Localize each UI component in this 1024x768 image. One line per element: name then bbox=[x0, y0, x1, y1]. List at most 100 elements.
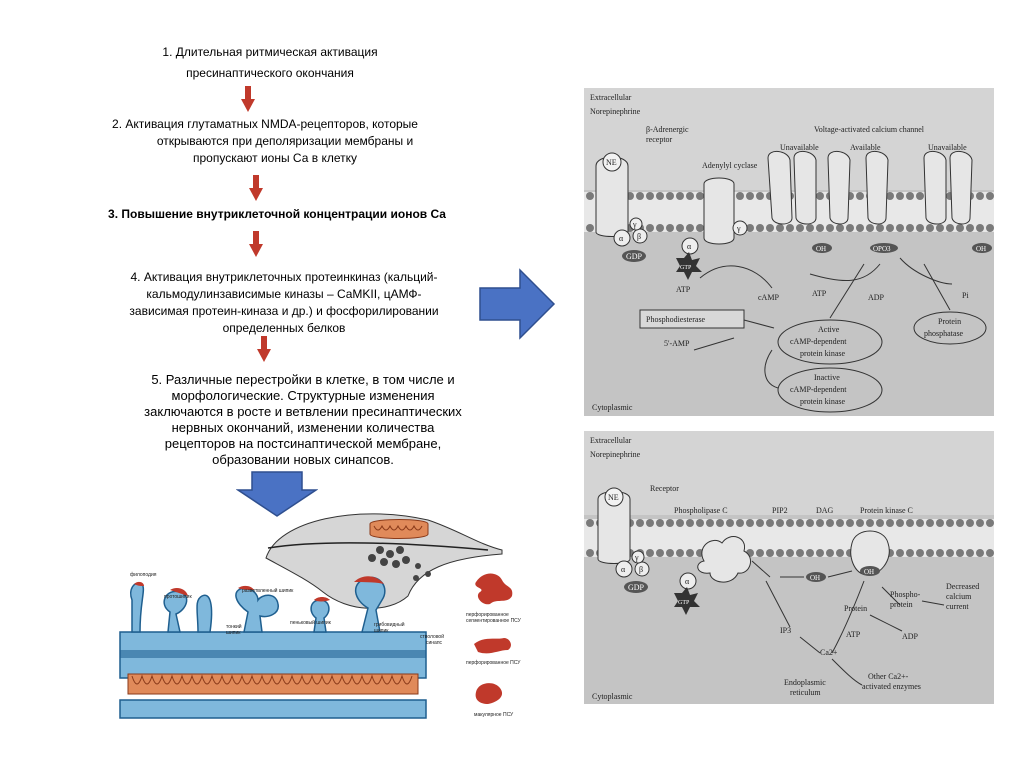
atp-label-2: ATP bbox=[812, 289, 827, 298]
ip3-label: IP3 bbox=[780, 626, 791, 635]
step-4-line-4: определенных белков bbox=[104, 320, 464, 337]
step-2-line-1: 2. Активация глутаматных NMDA-рецепторов… bbox=[90, 116, 440, 133]
available-label: Available bbox=[850, 143, 881, 152]
protein-label: Protein bbox=[844, 604, 867, 613]
label-mushroom: пеньковый шипик bbox=[290, 619, 332, 626]
extracellular-label: Extracellular bbox=[590, 93, 632, 102]
step-5-line-4: нервных окончаний, изменении количества bbox=[108, 420, 498, 436]
step-1-line-2: пресинаптического окончания bbox=[110, 65, 430, 82]
step-3: 3. Повышение внутриклеточной концентраци… bbox=[92, 206, 462, 223]
dendrite-shaft-bottom bbox=[120, 700, 426, 718]
ca-label: Ca2+ bbox=[820, 648, 838, 657]
decreased-label-2: calcium bbox=[946, 592, 972, 601]
label-stem-2: синапс bbox=[426, 640, 443, 646]
protein-phosphatase-2: phosphatase bbox=[924, 329, 964, 338]
ne-label-2: NE bbox=[608, 493, 619, 502]
inactive-pka-1: Inactive bbox=[814, 373, 840, 382]
er-label-2: reticulum bbox=[790, 688, 821, 697]
five-amp-label: 5'-AMP bbox=[664, 339, 690, 348]
phosphodiesterase-label: Phosphodiesterase bbox=[646, 315, 706, 324]
norepinephrine-label-2: Norepinephrine bbox=[590, 450, 641, 459]
step-1-line-1: 1. Длительная ритмическая активация bbox=[110, 44, 430, 61]
membrane-bilayer-2 bbox=[584, 519, 994, 557]
phospho-sites: OH OPO3 OH bbox=[812, 243, 992, 253]
adp-label: ADP bbox=[868, 293, 885, 302]
other-enzymes-label-1: Other Ca2+- bbox=[868, 672, 909, 681]
psd-legend-3: макулярное ПСУ bbox=[474, 712, 514, 718]
label-branched: разветвленный шипик bbox=[242, 587, 294, 594]
label-multi-1: грибовидный bbox=[374, 621, 405, 628]
adenylyl-cyclase-label: Adenylyl cyclase bbox=[702, 161, 758, 170]
label-filopodia: филоподия bbox=[130, 572, 157, 578]
pip2-label: PIP2 bbox=[772, 506, 788, 515]
label-protoshipik: протошипик bbox=[164, 594, 192, 600]
pathway-arrows-2 bbox=[752, 561, 944, 685]
step-3-line-1: 3. Повышение внутриклеточной концентраци… bbox=[92, 206, 462, 223]
decreased-label-1: Decreased bbox=[946, 582, 979, 591]
step-4-line-2: кальмодулинзависимые киназы – CaMKII, цА… bbox=[104, 286, 464, 303]
adp-label-b: ADP bbox=[902, 632, 919, 641]
step-2-line-3: пропускают ионы Са в клетку bbox=[110, 150, 440, 167]
dag-label: DAG bbox=[816, 506, 834, 515]
gdp-label: GDP bbox=[626, 252, 643, 261]
gamma-label-2: γ bbox=[736, 224, 741, 233]
beta-receptor-label-2: receptor bbox=[646, 135, 673, 144]
psd-legend-2: перфорированное ПСУ bbox=[466, 660, 521, 666]
gdp-label-2: GDP bbox=[628, 583, 645, 592]
label-stem-1: стволовой bbox=[420, 633, 444, 640]
camp-pathway-panel: NE α β γ GDP α GTP γ OH OPO3 bbox=[584, 88, 994, 416]
gamma-label: γ bbox=[632, 220, 637, 229]
beta-label: β bbox=[637, 232, 641, 241]
step-1: 1. Длительная ритмическая активация прес… bbox=[110, 44, 430, 82]
phospho-label-1: Phospho- bbox=[890, 590, 921, 599]
red-down-arrow-3 bbox=[249, 231, 263, 257]
pkc-label: Protein kinase C bbox=[860, 506, 913, 515]
step-2-line-2: открываются при деполяризации мембраны и bbox=[130, 133, 440, 150]
adenylyl-cyclase-shape bbox=[704, 178, 734, 244]
calcium-channels bbox=[768, 151, 972, 224]
beta-label-b: β bbox=[639, 565, 643, 574]
channel-title-label: Voltage-activated calcium channel bbox=[814, 125, 925, 134]
psd-perforated-segmented-icon bbox=[475, 574, 512, 605]
oh-label-b1: OH bbox=[810, 574, 820, 582]
oh-label-2: OH bbox=[976, 245, 986, 253]
plc-label: Phospholipase C bbox=[674, 506, 728, 515]
beta-receptor-label: β-Adrenergic bbox=[646, 125, 689, 134]
phospho-label-2: protein bbox=[890, 600, 913, 609]
label-thin-2: шипик bbox=[226, 630, 241, 636]
plc-pathway-panel: NE α β γ GDP α GTP OH OH bbox=[584, 431, 994, 704]
camp-label: cAMP bbox=[758, 293, 779, 302]
step-5-line-1: 5. Различные перестройки в клетке, в том… bbox=[108, 372, 498, 388]
gtp-label: GTP bbox=[680, 265, 692, 271]
active-pka-1: Active bbox=[818, 325, 840, 334]
step-5-line-3: заключаются в росте и ветвлении пресинап… bbox=[108, 404, 498, 420]
atp-label-1: ATP bbox=[676, 285, 691, 294]
label-multi-2: шипик bbox=[374, 628, 389, 634]
cytoplasmic-label-2: Cytoplasmic bbox=[592, 692, 633, 701]
cytoplasmic-label: Cytoplasmic bbox=[592, 403, 633, 412]
decreased-label-3: current bbox=[946, 602, 969, 611]
gtp-label-2: GTP bbox=[678, 600, 690, 606]
protein-phosphatase-1: Protein bbox=[938, 317, 961, 326]
pi-label: Pi bbox=[962, 291, 969, 300]
step-4-line-1: 4. Активация внутриклеточных протеинкина… bbox=[104, 269, 464, 286]
red-down-arrow-4 bbox=[257, 336, 271, 362]
psd-macular-icon bbox=[476, 683, 502, 704]
er-label-1: Endoplasmic bbox=[784, 678, 826, 687]
inactive-pka-3: protein kinase bbox=[800, 397, 846, 406]
step-4-line-3: зависимая протеин-киназа и др.) и фосфор… bbox=[104, 303, 464, 320]
extracellular-label-2: Extracellular bbox=[590, 436, 632, 445]
oh-label-1: OH bbox=[816, 245, 826, 253]
gamma-label-b: γ bbox=[634, 553, 639, 562]
step-4: 4. Активация внутриклеточных протеинкина… bbox=[104, 269, 464, 337]
active-pka-3: protein kinase bbox=[800, 349, 846, 358]
step-5-line-2: морфологические. Структурные изменения bbox=[108, 388, 498, 404]
synapse-morphology-figure: филоподия протошипик разветвленный шипик… bbox=[118, 500, 538, 722]
psd-legend-1b: сегментированное ПСУ bbox=[466, 618, 522, 624]
atp-label-b: ATP bbox=[846, 630, 861, 639]
label-thin-1: тонкий bbox=[226, 623, 242, 630]
psd-perforated-icon bbox=[474, 638, 511, 653]
psd-legend: перфорированное сегментированное ПСУ пер… bbox=[466, 574, 522, 719]
inactive-pka-2: cAMP-dependent bbox=[790, 385, 847, 394]
step-2: 2. Активация глутаматных NMDA-рецепторов… bbox=[90, 116, 440, 167]
